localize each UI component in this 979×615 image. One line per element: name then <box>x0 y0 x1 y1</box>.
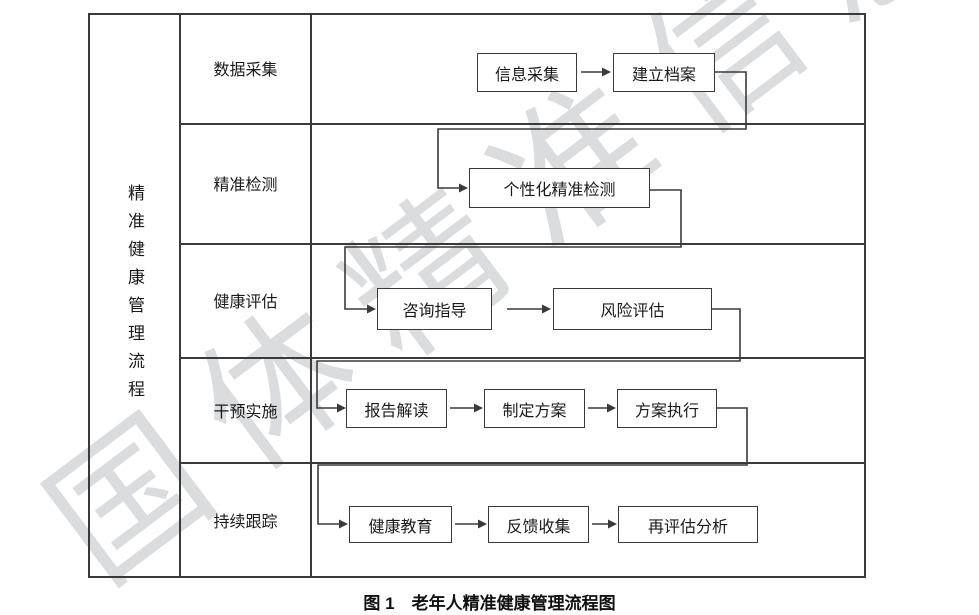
column-divider-title <box>179 13 181 578</box>
node-feedback-collection: 反馈收集 <box>488 506 589 543</box>
node-info-collection: 信息采集 <box>477 53 577 92</box>
column-divider-stages <box>310 13 312 578</box>
node-plan-execution: 方案执行 <box>617 389 717 428</box>
table-outer-border <box>88 13 866 578</box>
stage-label-health-assessment: 健康评估 <box>213 294 278 311</box>
figure-caption: 图 1 老年人精准健康管理流程图 <box>363 594 616 613</box>
node-personalized-testing: 个性化精准检测 <box>469 168 650 208</box>
node-create-archive: 建立档案 <box>613 53 715 92</box>
node-health-education: 健康教育 <box>349 506 452 543</box>
row-divider-1 <box>179 123 866 125</box>
node-report-interpretation: 报告解读 <box>346 389 447 428</box>
node-reassessment-analysis: 再评估分析 <box>618 506 758 543</box>
vertical-title: 精准健康管理流程 <box>125 183 144 408</box>
row-divider-3 <box>179 357 866 359</box>
stage-label-data-collection: 数据采集 <box>213 62 278 79</box>
node-plan-formulation: 制定方案 <box>484 389 585 428</box>
row-divider-4 <box>179 462 866 464</box>
vertical-title-cell: 精准健康管理流程 <box>90 13 179 578</box>
row-divider-2 <box>179 243 866 245</box>
node-consult-guidance: 咨询指导 <box>377 288 492 330</box>
stage-label-precise-testing: 精准检测 <box>213 177 278 194</box>
stage-label-intervention: 干预实施 <box>213 403 278 421</box>
node-risk-assessment: 风险评估 <box>553 288 712 330</box>
stage-label-continuous-follow: 持续跟踪 <box>213 514 278 531</box>
